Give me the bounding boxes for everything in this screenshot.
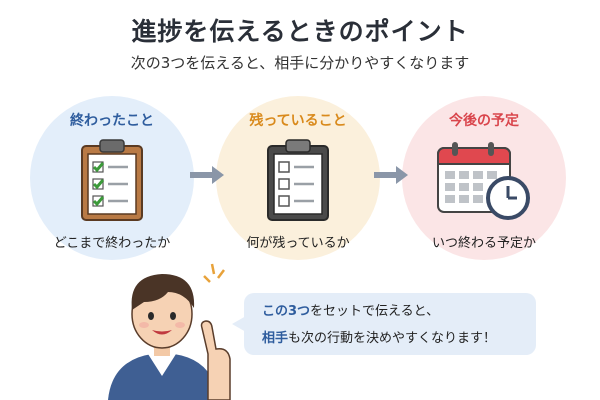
speech-bubble-tail <box>232 316 246 332</box>
bubble-line-2: 相手も次の行動を決めやすくなります！ <box>262 327 496 346</box>
calendar-clock-icon <box>437 142 530 220</box>
point-label-done: 終わったこと <box>70 113 154 129</box>
bubble-highlight-2: 相手 <box>262 331 289 346</box>
bubble-text-2: も次の行動を決めやすくなります！ <box>288 331 497 346</box>
checked-clipboard-icon <box>81 139 143 221</box>
unchecked-clipboard-icon <box>267 139 329 221</box>
sparkle-lines-icon <box>203 263 225 283</box>
point-caption-done: どこまで終わったか <box>53 236 171 251</box>
point-label-schedule: 今後の予定 <box>449 113 519 129</box>
speech-bubble <box>244 293 536 355</box>
pointing-person-icon <box>108 274 231 400</box>
point-caption-schedule: いつ終わる予定か <box>431 236 536 251</box>
point-label-remaining: 残っていること <box>249 113 347 129</box>
arrow-right-icon <box>374 166 408 184</box>
bubble-line-1: この3つをセットで伝えると、 <box>262 300 439 319</box>
point-caption-remaining: 何が残っているか <box>246 236 350 251</box>
bubble-highlight-1: この3つ <box>262 304 311 319</box>
arrow-right-icon <box>190 166 224 184</box>
page-title: 進捗を伝えるときのポイント <box>131 17 469 46</box>
page-subtitle: 次の3つを伝えると、相手に分かりやすくなります <box>130 54 470 72</box>
bubble-text-1: をセットで伝えると、 <box>310 304 440 319</box>
